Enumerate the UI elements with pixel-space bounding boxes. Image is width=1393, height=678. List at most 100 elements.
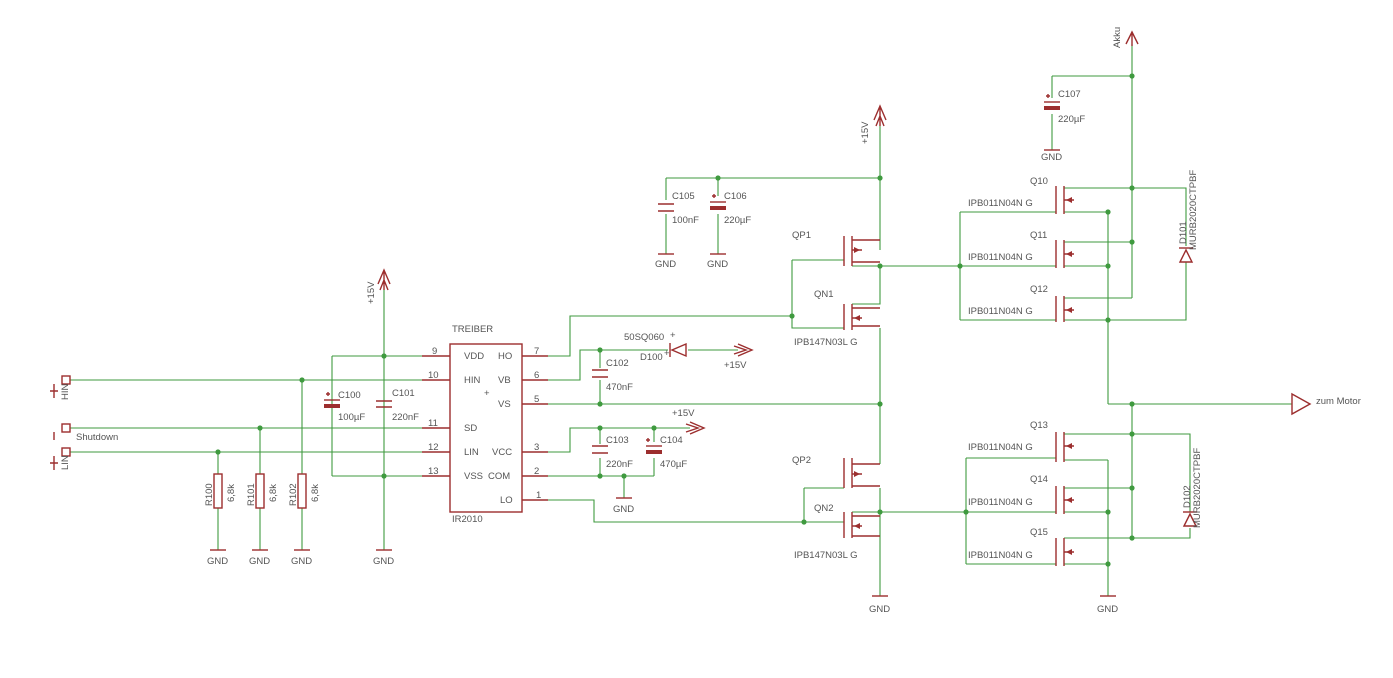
ground-label: GND <box>249 556 270 567</box>
ground-label: GND <box>207 556 228 567</box>
mosfet-value: IPB011N04N G <box>968 306 1033 317</box>
ic-value-label: IR2010 <box>452 514 483 525</box>
ground-r102: GND <box>291 549 312 567</box>
ic-pin-name: HIN <box>464 375 481 386</box>
supply-label: +15V <box>860 121 871 144</box>
diode-d100: 50SQ060 D100 + + <box>624 330 687 363</box>
ic-pin-number: 10 <box>428 370 439 381</box>
mosfet-ref: Q10 <box>1030 176 1048 187</box>
mosfet-q12: Q12 IPB011N04N G <box>968 284 1074 322</box>
ic-pin-number: 13 <box>428 466 439 477</box>
resistor-value: 6,8k <box>268 484 279 502</box>
ic-pin-number: 3 <box>534 442 539 453</box>
ground-c106: GND <box>707 253 728 270</box>
junction-dot <box>1105 509 1111 515</box>
capacitor-c105: C105 100nF <box>658 191 699 226</box>
mosfet-ref: Q15 <box>1030 527 1048 538</box>
junction-dot <box>1105 263 1111 269</box>
ic-pin-name: VS <box>498 399 511 410</box>
junction-dot <box>1129 431 1135 437</box>
input-shutdown: Shutdown <box>53 423 118 443</box>
resistor-ref: R101 <box>246 483 257 506</box>
ground-label: GND <box>613 504 634 515</box>
capacitor-value: 220µF <box>724 215 751 226</box>
diode-plus-mark: + <box>670 330 676 341</box>
ic-pin-number: 11 <box>428 418 438 429</box>
capacitor-value: 100nF <box>672 215 699 226</box>
mosfet-value: IPB011N04N G <box>968 442 1033 453</box>
junction-dot <box>877 401 883 407</box>
capacitor-ref: C107 <box>1058 89 1081 100</box>
mosfet-value: IPB011N04N G <box>968 252 1033 263</box>
capacitor-c100: C100 100µF <box>324 390 365 423</box>
supply-label: +15V <box>724 360 747 371</box>
ground-c101: GND <box>373 549 394 567</box>
resistor-ref: R100 <box>204 483 215 506</box>
junction-dot <box>381 353 387 359</box>
junction-dot <box>715 175 721 181</box>
diode-d101: D101 MURB2020CTPBF <box>1178 170 1199 263</box>
capacitor-c101: C101 220nF <box>376 388 419 423</box>
mosfet-q15: Q15 IPB011N04N G <box>968 527 1074 566</box>
capacitor-ref: C105 <box>672 191 695 202</box>
output-label: zum Motor <box>1316 396 1361 407</box>
ic-pin-name: VB <box>498 375 511 386</box>
mosfet-qn1: QN1 IPB147N03L G <box>794 289 880 348</box>
junctions <box>215 73 1135 567</box>
junction-dot <box>1105 561 1111 567</box>
capacitor-c102: C102 470nF <box>592 358 633 393</box>
mosfet-ref: QN2 <box>814 503 834 514</box>
junction-dot <box>957 263 963 269</box>
diode-value: MURB2020CTPBF <box>1188 170 1199 250</box>
ground-label: GND <box>1041 152 1062 163</box>
supply-label: Akku <box>1112 27 1123 48</box>
capacitor-ref: C101 <box>392 388 415 399</box>
junction-dot <box>215 449 221 455</box>
ic-pin-name: VDD <box>464 351 484 362</box>
ic-pin-number: 1 <box>536 490 541 501</box>
junction-dot <box>1105 317 1111 323</box>
ic-pin-number: 5 <box>534 394 539 405</box>
ic-pin-number: 2 <box>534 466 539 477</box>
supply-label: +15V <box>366 281 377 304</box>
capacitor-ref: C104 <box>660 435 683 446</box>
ic-pin-number: 12 <box>428 442 439 453</box>
input-hin: HIN <box>50 375 71 400</box>
mosfet-value: IPB147N03L G <box>794 337 858 348</box>
diode-ref: D101 <box>1178 221 1189 244</box>
supply-15v-left: +15V <box>366 268 391 304</box>
mosfet-ref: Q11 <box>1030 230 1047 241</box>
mosfet-q14: Q14 IPB011N04N G <box>968 474 1074 514</box>
ground-label: GND <box>655 259 676 270</box>
ground-qn2: GND <box>869 595 890 615</box>
ground-label: GND <box>707 259 728 270</box>
mosfet-value: IPB147N03L G <box>794 550 858 561</box>
ic-pin-number: 6 <box>534 370 539 381</box>
ground-label: GND <box>1097 604 1118 615</box>
mosfet-ref: QP1 <box>792 230 811 241</box>
diode-value: MURB2020CTPBF <box>1192 448 1203 528</box>
ground-c105: GND <box>655 253 676 270</box>
ic-ir2010: TREIBER IR2010 + VDD HIN SD LIN VSS 9 10… <box>422 324 548 525</box>
capacitor-value: 220nF <box>392 412 419 423</box>
mosfet-ref: Q12 <box>1030 284 1048 295</box>
mosfet-qn2: QN2 IPB147N03L G <box>794 503 880 561</box>
mosfet-q13: Q13 IPB011N04N G <box>968 420 1074 462</box>
junction-dot <box>801 519 807 525</box>
junction-dot <box>597 401 603 407</box>
junction-dot <box>963 509 969 515</box>
diode-ref: D100 <box>640 352 663 363</box>
capacitor-ref: C100 <box>338 390 361 401</box>
ic-pin-name: VSS <box>464 471 483 482</box>
capacitor-value: 100µF <box>338 412 365 423</box>
supply-akku: Akku <box>1112 27 1139 48</box>
mosfet-value: IPB011N04N G <box>968 497 1033 508</box>
input-lin-label: LIN <box>60 455 71 470</box>
diode-ref: D102 <box>1182 485 1193 508</box>
mosfet-ref: QP2 <box>792 455 811 466</box>
ground-r101: GND <box>249 549 270 567</box>
resistor-value: 6,8k <box>226 484 237 502</box>
ground-label: GND <box>373 556 394 567</box>
junction-dot <box>1129 485 1135 491</box>
